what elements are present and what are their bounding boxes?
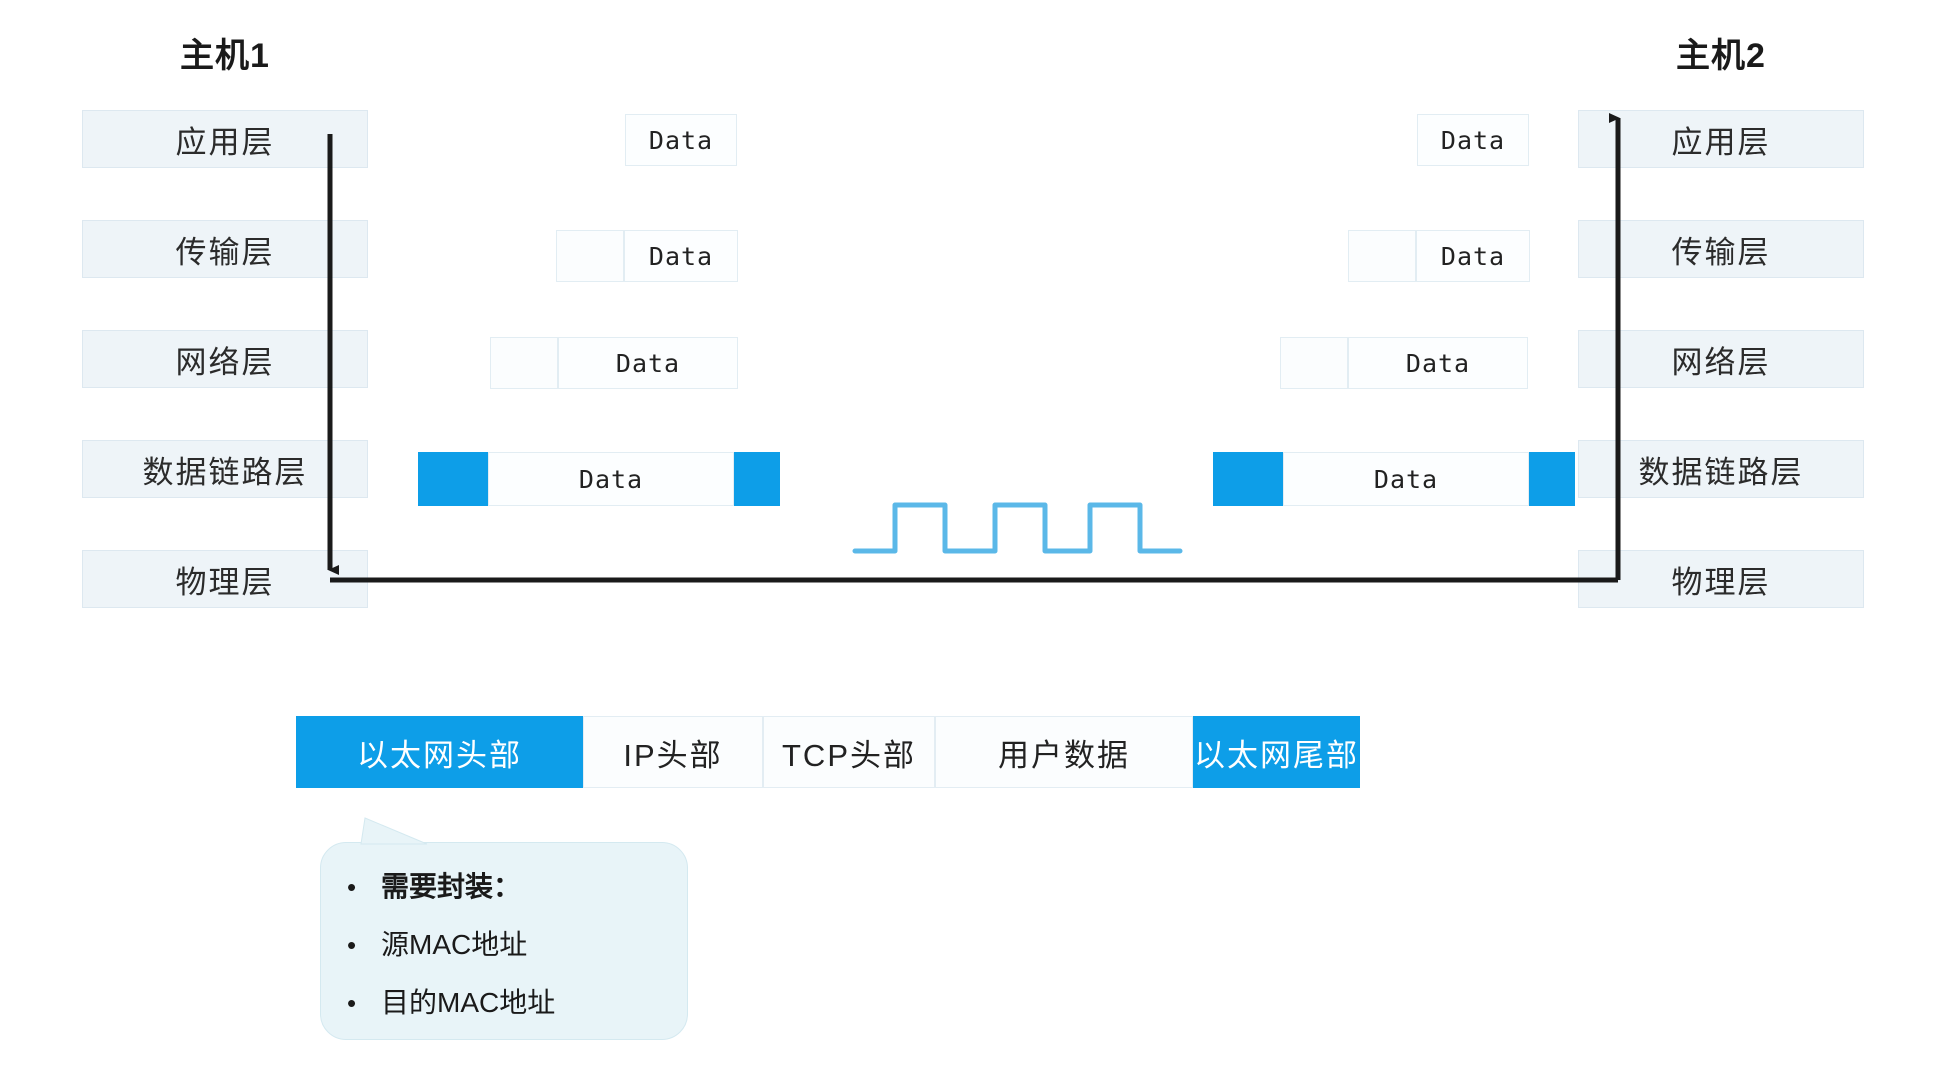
host2-packet-datalink: Data — [1213, 452, 1575, 506]
bullet-icon: • — [347, 988, 357, 1018]
square-wave-icon — [852, 502, 1183, 554]
callout-item-text: 目的MAC地址 — [381, 987, 556, 1018]
host1-packet-application: Data — [625, 114, 737, 166]
host1-layer-application[interactable]: 应用层 — [82, 110, 368, 168]
packet-data-cell: Data — [1283, 452, 1529, 506]
host2-layer-network[interactable]: 网络层 — [1578, 330, 1864, 388]
callout-item: • 需要封装： — [347, 865, 661, 905]
packet-header-cell — [490, 337, 558, 389]
bullet-icon: • — [347, 930, 357, 960]
packet-data-cell: Data — [1348, 337, 1528, 389]
encapsulation-callout: • 需要封装： • 源MAC地址 • 目的MAC地址 — [320, 817, 688, 1040]
packet-data-cell: Data — [1417, 114, 1529, 166]
packet-header-cell — [556, 230, 624, 282]
host1-packet-datalink: Data — [418, 452, 780, 506]
frame-cell-user-data[interactable]: 用户数据 — [935, 716, 1193, 788]
callout-tail-icon — [360, 817, 428, 845]
host2-layer-physical[interactable]: 物理层 — [1578, 550, 1864, 608]
frame-cell-ip-header[interactable]: IP头部 — [583, 716, 763, 788]
packet-data-cell: Data — [558, 337, 738, 389]
packet-data-cell: Data — [624, 230, 738, 282]
packet-data-cell: Data — [488, 452, 734, 506]
frame-cell-tcp-header[interactable]: TCP头部 — [763, 716, 935, 788]
callout-item: • 目的MAC地址 — [347, 981, 661, 1021]
host1-title: 主机1 — [180, 37, 270, 75]
packet-frame-trailer-cell — [734, 452, 780, 506]
host1-layer-physical[interactable]: 物理层 — [82, 550, 368, 608]
host1-packet-network: Data — [490, 337, 738, 389]
frame-cell-ethernet-header[interactable]: 以太网头部 — [296, 716, 583, 788]
ethernet-frame-bar: 以太网头部 IP头部 TCP头部 用户数据 以太网尾部 — [296, 716, 1360, 788]
frame-cell-ethernet-trailer[interactable]: 以太网尾部 — [1193, 716, 1360, 788]
host1-layer-transport[interactable]: 传输层 — [82, 220, 368, 278]
host2-title: 主机2 — [1676, 37, 1766, 75]
packet-data-cell: Data — [1416, 230, 1530, 282]
packet-frame-header-cell — [1213, 452, 1283, 506]
callout-item: • 源MAC地址 — [347, 923, 661, 963]
host2-layer-datalink[interactable]: 数据链路层 — [1578, 440, 1864, 498]
host2-packet-network: Data — [1280, 337, 1528, 389]
callout-item-text: 需要封装： — [381, 871, 522, 902]
host2-packet-transport: Data — [1348, 230, 1530, 282]
packet-header-cell — [1280, 337, 1348, 389]
host1-layer-datalink[interactable]: 数据链路层 — [82, 440, 368, 498]
bullet-icon: • — [347, 872, 357, 902]
host1-packet-transport: Data — [556, 230, 738, 282]
host2-packet-application: Data — [1417, 114, 1529, 166]
host2-layer-application[interactable]: 应用层 — [1578, 110, 1864, 168]
packet-frame-header-cell — [418, 452, 488, 506]
callout-item-text: 源MAC地址 — [381, 929, 528, 960]
host1-layer-network[interactable]: 网络层 — [82, 330, 368, 388]
packet-frame-trailer-cell — [1529, 452, 1575, 506]
host2-layer-transport[interactable]: 传输层 — [1578, 220, 1864, 278]
packet-header-cell — [1348, 230, 1416, 282]
packet-data-cell: Data — [625, 114, 737, 166]
